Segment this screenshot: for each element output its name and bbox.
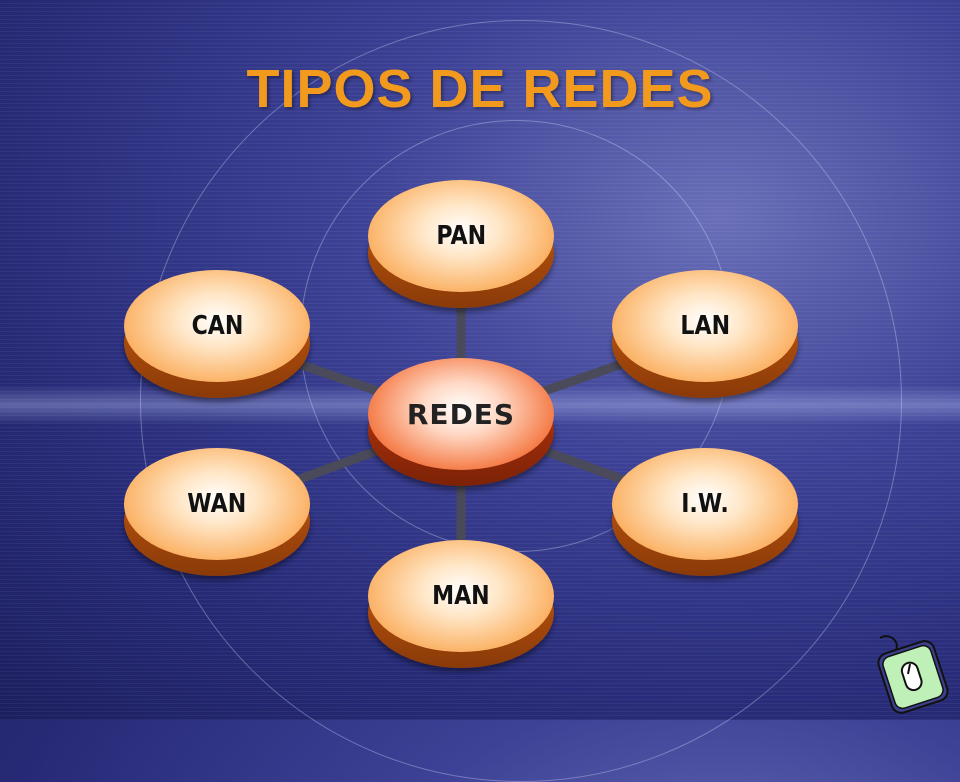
node-iw: I.W. (612, 448, 798, 578)
node-lan: LAN (612, 270, 798, 400)
node-pan-label: PAN (436, 221, 486, 251)
node-man: MAN (368, 540, 554, 670)
node-pan: PAN (368, 180, 554, 310)
slide-title: TIPOS DE REDES (246, 59, 714, 119)
node-wan: WAN (124, 448, 310, 578)
node-center-label: REDES (406, 397, 516, 431)
node-can-top: CAN (124, 270, 310, 382)
node-man-label: MAN (432, 581, 490, 611)
node-center-redes: REDES (368, 358, 554, 488)
node-can-label: CAN (191, 311, 243, 341)
node-wan-top: WAN (124, 448, 310, 560)
mouse-icon[interactable] (870, 632, 950, 721)
node-lan-label: LAN (680, 311, 730, 341)
node-center-top: REDES (368, 358, 554, 470)
node-wan-label: WAN (187, 489, 247, 519)
node-iw-top: I.W. (612, 448, 798, 560)
node-lan-top: LAN (612, 270, 798, 382)
node-can: CAN (124, 270, 310, 400)
node-pan-top: PAN (368, 180, 554, 292)
node-iw-label: I.W. (681, 489, 729, 519)
node-man-top: MAN (368, 540, 554, 652)
